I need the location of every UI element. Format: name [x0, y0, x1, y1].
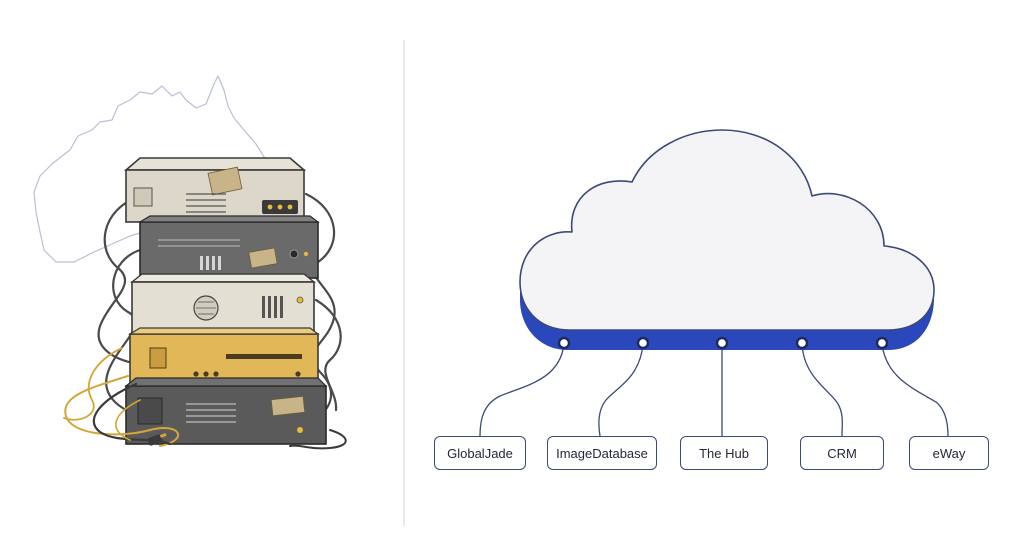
- connector-eway: [881, 343, 949, 437]
- connector-node: [795, 336, 809, 350]
- server-unit-1: [123, 157, 307, 223]
- legacy-servers-illustration: [33, 75, 347, 450]
- cloud-connectors: [479, 343, 949, 437]
- connector-globaljade: [479, 343, 565, 437]
- cable-plug: [147, 433, 167, 446]
- cloud-body: [519, 129, 935, 331]
- connector-crm: [801, 343, 843, 437]
- system-label: The Hub: [699, 445, 749, 461]
- system-label: ImageDatabase: [556, 445, 648, 461]
- server-unit-2: [137, 215, 320, 279]
- server-unit-5: [124, 377, 328, 445]
- system-imagedatabase: ImageDatabase: [547, 436, 657, 470]
- connector-node: [875, 336, 889, 350]
- connector-node: [715, 336, 729, 350]
- server-unit-4: [127, 327, 320, 387]
- system-label: CRM: [827, 445, 857, 461]
- connector-node: [557, 336, 571, 350]
- system-eway: eWay: [909, 436, 989, 470]
- system-label: eWay: [932, 445, 966, 461]
- connector-nodes: [557, 336, 889, 350]
- system-label: GlobalJade: [447, 445, 513, 461]
- system-the-hub: The Hub: [680, 436, 768, 470]
- server-unit-3: [130, 273, 316, 335]
- system-crm: CRM: [800, 436, 884, 470]
- cloud-icon: [519, 129, 935, 350]
- system-globaljade: GlobalJade: [434, 436, 526, 470]
- connector-imagedatabase: [598, 343, 644, 437]
- connector-node: [636, 336, 650, 350]
